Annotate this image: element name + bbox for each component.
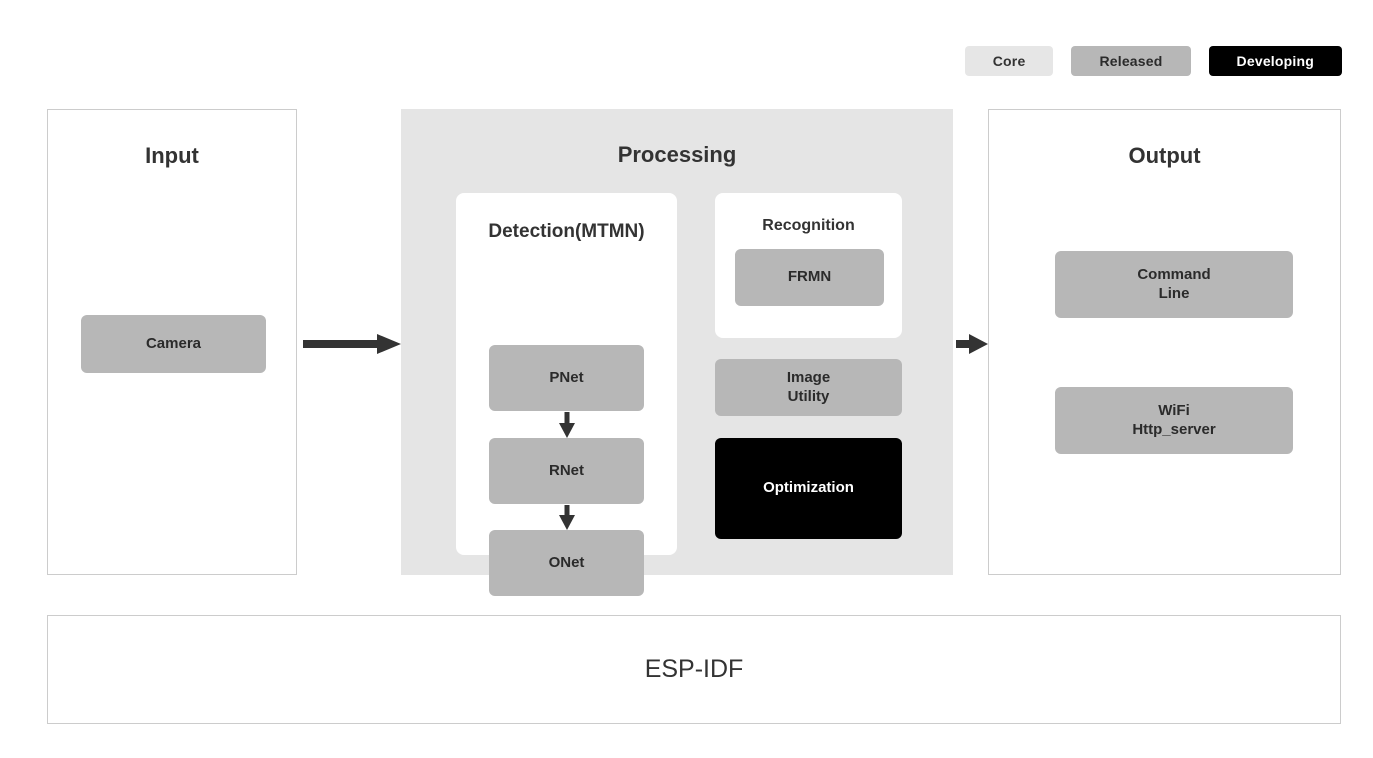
node-onet: ONet <box>489 530 644 596</box>
arrow-pnet-to-rnet <box>558 412 576 443</box>
recognition-card: Recognition FRMN <box>715 193 902 338</box>
arrow-down-icon <box>558 412 575 438</box>
output-panel-title: Output <box>1128 143 1201 168</box>
esp-idf-label: ESP-IDF <box>644 655 744 683</box>
detection-card: Detection(MTMN) PNet RNet ONet <box>456 193 677 596</box>
recognition-card-title: Recognition <box>762 217 855 234</box>
arrow-processing-to-output <box>956 333 988 355</box>
node-command-line: Command Line <box>1055 251 1293 318</box>
arrow-right-icon <box>956 334 988 354</box>
legend: Core Released Developing <box>964 46 1342 76</box>
node-camera: Camera <box>81 315 266 373</box>
node-optimization: Optimization <box>715 438 902 539</box>
processing-panel: Processing Detection(MTMN) PNet RNet ONe… <box>401 109 953 596</box>
arrow-rnet-to-onet <box>558 505 576 535</box>
legend-chip-released: Released <box>1071 46 1191 76</box>
esp-idf-foundation-bar: ESP-IDF <box>47 615 1341 724</box>
arrow-down-icon <box>558 505 575 530</box>
node-pnet: PNet <box>489 345 644 411</box>
node-rnet: RNet <box>489 438 644 504</box>
node-image-utility: Image Utility <box>715 359 902 416</box>
arrow-input-to-processing <box>303 333 401 355</box>
detection-card-title: Detection(MTMN) <box>488 221 645 242</box>
node-wifi-http-server: WiFi Http_server <box>1055 387 1293 454</box>
arrow-right-icon <box>303 334 401 354</box>
node-frmn: FRMN <box>735 249 884 306</box>
input-panel-title: Input <box>145 143 199 168</box>
legend-chip-developing: Developing <box>1208 46 1342 76</box>
legend-chip-core: Core <box>964 46 1054 76</box>
output-panel: Output Command Line WiFi Http_server <box>988 109 1341 575</box>
processing-panel-title: Processing <box>617 142 737 167</box>
input-panel: Input Camera <box>47 109 297 575</box>
